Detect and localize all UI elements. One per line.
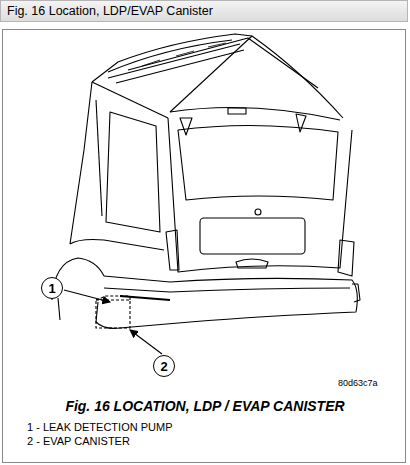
figure-title: Fig. 16 Location, LDP/EVAP Canister <box>7 4 213 18</box>
legend-line: 2 - EVAP CANISTER <box>27 435 130 447</box>
figure-frame <box>2 29 406 463</box>
legend-line: 1 - LEAK DETECTION PUMP <box>27 421 172 433</box>
callout-number: 2 <box>160 360 167 373</box>
figure-caption: Fig. 16 LOCATION, LDP / EVAP CANISTER <box>0 398 410 414</box>
callout-circle: 2 <box>153 355 175 377</box>
callout-circle: 1 <box>41 277 63 299</box>
callout-number: 1 <box>48 282 55 295</box>
figure-header: Fig. 16 Location, LDP/EVAP Canister <box>0 0 408 22</box>
figure-id: 80d63c7a <box>338 378 378 388</box>
